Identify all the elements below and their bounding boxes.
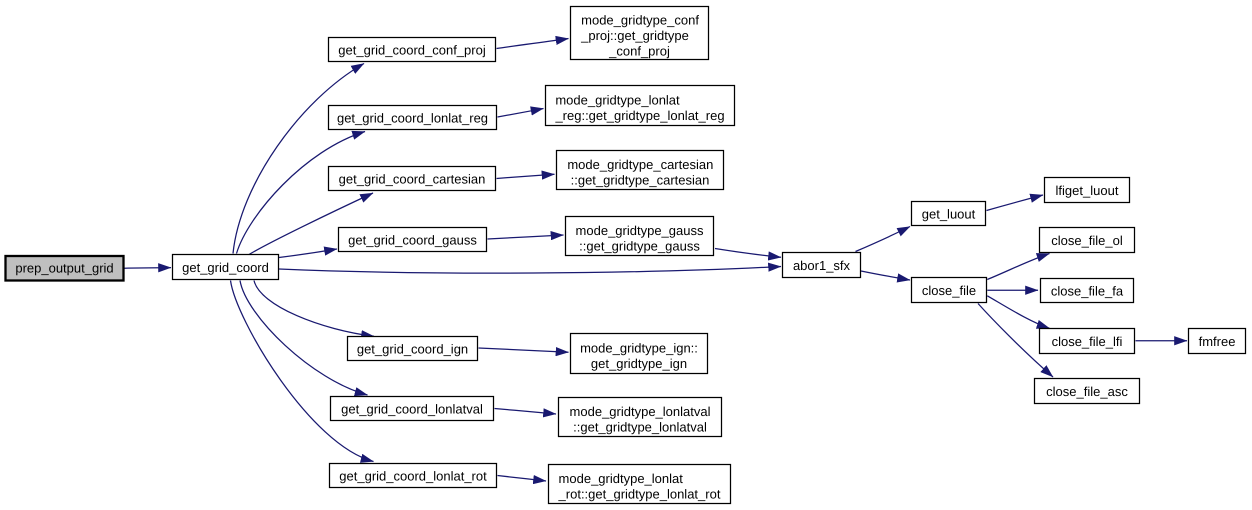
- svg-text:get_grid_coord_cartesian: get_grid_coord_cartesian: [339, 172, 486, 187]
- svg-text:::get_gridtype_lonlatval: ::get_gridtype_lonlatval: [573, 420, 707, 435]
- svg-text:prep_output_grid: prep_output_grid: [15, 260, 113, 275]
- svg-text:get_grid_coord_gauss: get_grid_coord_gauss: [348, 233, 477, 248]
- svg-text:get_grid_coord_lonlat_rot: get_grid_coord_lonlat_rot: [339, 469, 487, 484]
- svg-text:lfiget_luout: lfiget_luout: [1056, 183, 1119, 198]
- svg-text:mode_gridtype_ign::: mode_gridtype_ign::: [580, 341, 698, 356]
- svg-text:mode_gridtype_lonlat: mode_gridtype_lonlat: [555, 93, 680, 108]
- svg-text:get_grid_coord_lonlatval: get_grid_coord_lonlatval: [341, 402, 483, 417]
- svg-text:_proj::get_gridtype: _proj::get_gridtype: [580, 28, 689, 43]
- svg-text:get_grid_coord: get_grid_coord: [182, 260, 269, 275]
- svg-text:mode_gridtype_cartesian: mode_gridtype_cartesian: [567, 157, 713, 172]
- svg-text:abor1_sfx: abor1_sfx: [793, 258, 851, 273]
- svg-text:get_grid_coord_conf_proj: get_grid_coord_conf_proj: [338, 43, 486, 58]
- svg-text:get_luout: get_luout: [922, 207, 976, 222]
- svg-text:get_gridtype_ign: get_gridtype_ign: [591, 356, 687, 371]
- svg-text:::get_gridtype_cartesian: ::get_gridtype_cartesian: [571, 173, 710, 188]
- svg-text:mode_gridtype_conf: mode_gridtype_conf: [581, 12, 699, 27]
- svg-text:close_file_ol: close_file_ol: [1051, 233, 1123, 248]
- svg-text:_rot::get_gridtype_lonlat_rot: _rot::get_gridtype_lonlat_rot: [558, 487, 721, 502]
- svg-text:mode_gridtype_lonlat: mode_gridtype_lonlat: [559, 471, 684, 486]
- svg-text:fmfree: fmfree: [1199, 334, 1236, 349]
- svg-text:close_file_asc: close_file_asc: [1046, 384, 1128, 399]
- svg-text:mode_gridtype_lonlatval: mode_gridtype_lonlatval: [570, 404, 711, 419]
- svg-text:mode_gridtype_gauss: mode_gridtype_gauss: [576, 223, 704, 238]
- svg-text:close_file: close_file: [922, 283, 976, 298]
- svg-text:get_grid_coord_ign: get_grid_coord_ign: [357, 342, 468, 357]
- svg-text:get_grid_coord_lonlat_reg: get_grid_coord_lonlat_reg: [337, 111, 488, 126]
- svg-text:::get_gridtype_gauss: ::get_gridtype_gauss: [579, 239, 700, 254]
- svg-text:close_file_fa: close_file_fa: [1051, 284, 1124, 299]
- svg-text:close_file_lfi: close_file_lfi: [1052, 334, 1123, 349]
- svg-text:_reg::get_gridtype_lonlat_reg: _reg::get_gridtype_lonlat_reg: [554, 108, 724, 123]
- svg-text:_conf_proj: _conf_proj: [608, 43, 670, 58]
